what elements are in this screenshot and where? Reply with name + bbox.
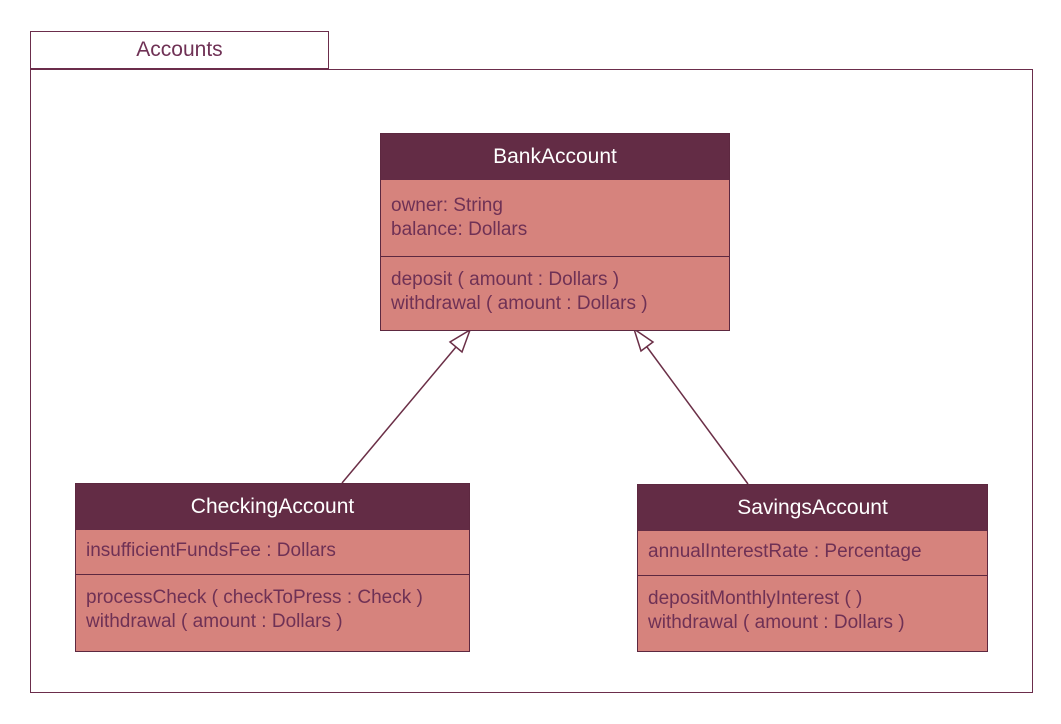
method-line: processCheck ( checkToPress : Check )	[86, 587, 423, 608]
class-header: BankAccount	[381, 134, 729, 180]
class-name-label: BankAccount	[493, 145, 617, 168]
class-bankaccount[interactable]: BankAccount owner: String balance: Dolla…	[380, 133, 730, 331]
attribute-line: balance: Dollars	[391, 219, 528, 240]
attributes-section: owner: String balance: Dollars	[381, 180, 729, 256]
attribute-line: owner: String	[391, 195, 503, 216]
class-name-label: SavingsAccount	[737, 496, 888, 519]
method-line: withdrawal ( amount : Dollars )	[648, 612, 905, 633]
class-header: SavingsAccount	[638, 485, 987, 531]
methods-section: deposit ( amount : Dollars ) withdrawal …	[381, 256, 729, 330]
methods-section: depositMonthlyInterest ( ) withdrawal ( …	[638, 575, 987, 651]
class-name-label: CheckingAccount	[190, 495, 355, 518]
class-checkingaccount[interactable]: CheckingAccount insufficientFundsFee : D…	[75, 483, 470, 652]
attribute-line: insufficientFundsFee : Dollars	[86, 540, 336, 561]
method-line: deposit ( amount : Dollars )	[391, 269, 620, 290]
attributes-section: annualInterestRate : Percentage	[638, 531, 987, 575]
package-frame	[30, 69, 1033, 693]
attribute-line: annualInterestRate : Percentage	[648, 541, 922, 562]
package-tab[interactable]: Accounts	[30, 31, 329, 69]
method-line: withdrawal ( amount : Dollars )	[391, 293, 648, 314]
attributes-section: insufficientFundsFee : Dollars	[76, 530, 469, 574]
methods-section: processCheck ( checkToPress : Check ) wi…	[76, 574, 469, 651]
class-savingsaccount[interactable]: SavingsAccount annualInterestRate : Perc…	[637, 484, 988, 652]
method-line: withdrawal ( amount : Dollars )	[86, 611, 343, 632]
method-line: depositMonthlyInterest ( )	[648, 588, 863, 609]
package-name-label: Accounts	[136, 38, 223, 61]
class-header: CheckingAccount	[76, 484, 469, 530]
